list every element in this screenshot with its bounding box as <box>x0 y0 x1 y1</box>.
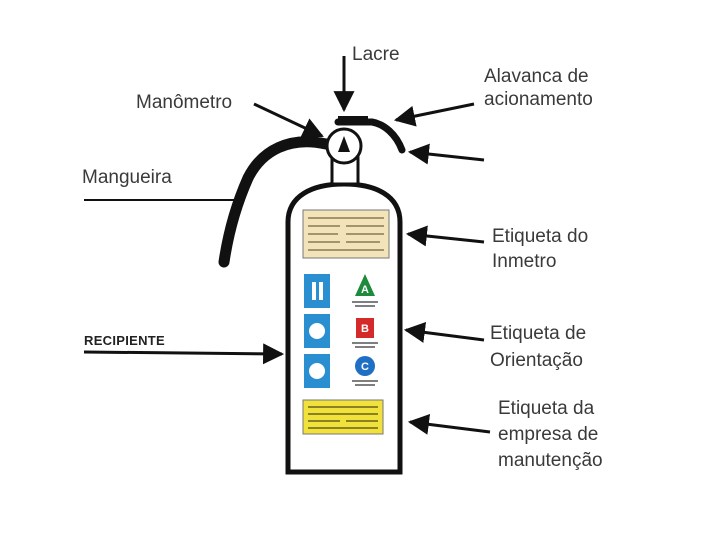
seal <box>338 116 368 124</box>
class-c-letter: C <box>361 361 369 373</box>
label-lacre: Lacre <box>352 44 400 66</box>
label-inmetro-line1: Etiqueta do <box>492 226 588 248</box>
orientation-pictograms <box>304 274 330 388</box>
class-b-letter: B <box>361 323 369 335</box>
label-orientacao-line1: Etiqueta de <box>490 323 586 345</box>
maintenance-label <box>303 400 383 434</box>
label-mangueira: Mangueira <box>82 167 172 189</box>
class-a-letter: A <box>361 284 369 296</box>
orientacao-arrow <box>406 330 484 340</box>
inmetro-arrow <box>408 234 484 242</box>
label-recipiente: RECIPIENTE <box>84 330 165 352</box>
manutencao-arrow <box>410 422 490 432</box>
pictogram-icon <box>304 274 330 308</box>
label-manometro: Manômetro <box>136 92 232 114</box>
lever-arrow <box>410 152 484 160</box>
manometro-arrow <box>254 104 322 136</box>
label-alavanca-line2: acionamento <box>484 89 593 111</box>
label-inmetro-line2: Inmetro <box>492 251 556 273</box>
label-manutencao-line3: manutenção <box>498 450 603 472</box>
label-alavanca-line1: Alavanca de <box>484 66 589 88</box>
recipiente-arrow <box>84 352 282 354</box>
alavanca-arrow <box>396 104 474 120</box>
label-manutencao-line2: empresa de <box>498 424 598 446</box>
label-orientacao-line2: Orientação <box>490 350 583 372</box>
label-manutencao-line1: Etiqueta da <box>498 398 594 420</box>
